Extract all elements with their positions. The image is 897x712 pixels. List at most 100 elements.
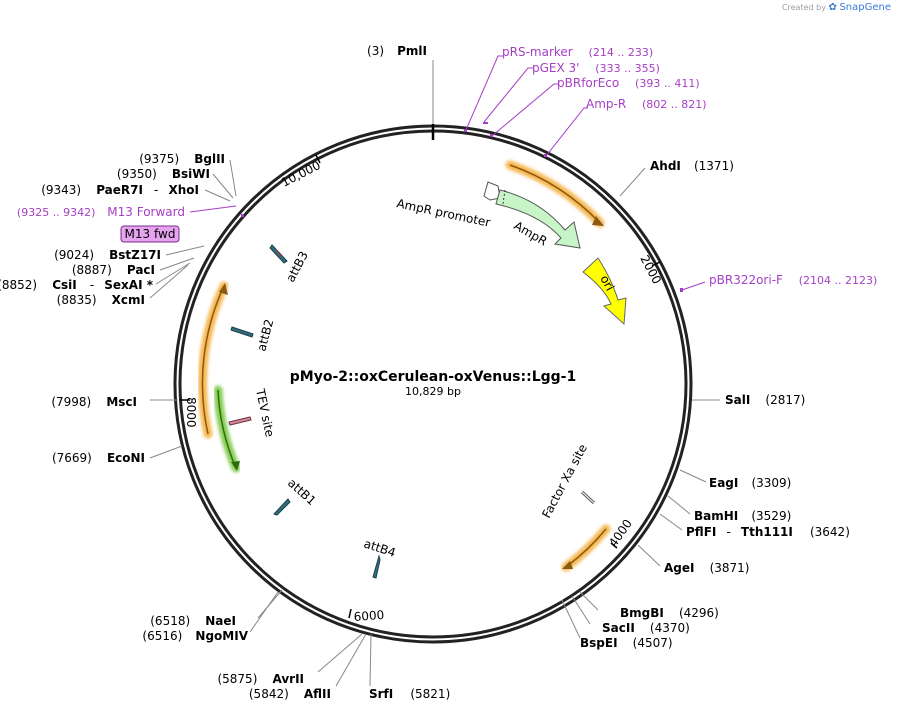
primer-ampr[interactable]: Amp-R (802 .. 821) (586, 97, 707, 111)
enzyme-csii-sexai[interactable]: (8852) CsiI - SexAI * (0, 274, 154, 293)
enzyme-sali-pos: (2817) (765, 393, 805, 407)
attb3-accent (275, 249, 283, 258)
enzyme-sali-name: SalI (725, 393, 750, 407)
enzyme-avrii-name: AvrII (272, 672, 304, 686)
primer-mark-ampr (544, 154, 547, 157)
enzyme-agei-name: AgeI (664, 561, 694, 575)
orf-arc-ampr-head (592, 216, 604, 226)
leader-bamhi (667, 495, 691, 515)
enzyme-bsiwi[interactable]: (9350) BsiWI (117, 163, 210, 182)
enzyme-aflii[interactable]: (5842) AflII (249, 683, 331, 702)
enzyme-leaders (149, 60, 720, 687)
enzyme-bspei[interactable]: BspEI (4507) (580, 632, 673, 651)
enzyme-sacii[interactable]: SacII (4370) (602, 617, 690, 636)
enzyme-naei[interactable]: (6518) NaeI (150, 610, 236, 629)
enzyme-econi[interactable]: (7669) EcoNI (52, 447, 145, 466)
primer-mark-pgex3 (483, 122, 488, 124)
m13-fwd-box[interactable] (120, 225, 180, 243)
attb4-arrow (372, 554, 381, 579)
enzyme-pmli[interactable]: (3) PmlI (367, 40, 427, 59)
tev-site-arrow (228, 416, 252, 426)
primer-pgex3-range: (333 .. 355) (595, 62, 660, 75)
ampr-arrow (495, 189, 581, 249)
enzyme-bamhi-name: BamHI (694, 509, 738, 523)
enzyme-bglii[interactable]: (9375) BglII (139, 148, 225, 167)
enzyme-bstz17i[interactable]: (9024) BstZ17I (54, 244, 161, 263)
enzyme-tth111i-name: Tth111I (741, 525, 793, 539)
enzyme-econi-name: EcoNI (107, 451, 145, 465)
tick-label-4000: 4000 (606, 517, 635, 550)
enzyme-paer7i-xhoi[interactable]: (9343) PaeR7I - XhoI (41, 179, 199, 198)
enzyme-ahdi-pos: (1371) (694, 159, 734, 173)
enzyme-xcmi-pos: (8835) (57, 293, 97, 307)
enzyme-aflii-pos: (5842) (249, 687, 289, 701)
orf-arc-left-orange-line (201, 285, 225, 435)
orf-arc-ampr (505, 160, 605, 228)
tick-mark-6000 (348, 608, 352, 619)
enzyme-srfi-name: SrfI (369, 687, 393, 701)
attb1-arrow (273, 498, 291, 516)
enzyme-bsiwi-name: BsiWI (172, 167, 210, 181)
enzyme-paer7i-sep: - (154, 183, 158, 197)
enzyme-paci[interactable]: (8887) PacI (72, 259, 155, 278)
enzyme-paer7i-name: PaeR7I (96, 183, 143, 197)
primer-pbr322ori-f-range: (2104 .. 2123) (799, 274, 878, 287)
enzyme-pflfi-sep: - (726, 525, 730, 539)
factor-xa-site-mark-inner (581, 491, 595, 504)
enzyme-bmgbi[interactable]: BmgBI (4296) (620, 602, 719, 621)
attb2-arrow (230, 326, 254, 338)
leader-csii (155, 262, 191, 285)
enzyme-naei-name: NaeI (205, 614, 236, 628)
enzyme-bmgbi-pos: (4296) (679, 606, 719, 620)
enzyme-sexai-name: SexAI * (104, 278, 153, 292)
orf-arc-left-orange-head (219, 283, 228, 295)
enzyme-csii-name: CsiI (52, 278, 77, 292)
enzyme-sali[interactable]: SalI (2817) (725, 389, 805, 408)
leader-pbr322ori-f (681, 281, 706, 291)
enzyme-eagi[interactable]: EagI (3309) (709, 472, 791, 491)
attb3-label: attB3 (283, 249, 311, 284)
enzyme-avrii[interactable]: (5875) AvrII (217, 668, 304, 687)
primer-pgex3[interactable]: pGEX 3' (333 .. 355) (532, 61, 660, 75)
enzyme-bsiwi-pos: (9350) (117, 167, 157, 181)
enzyme-pflfi-tth111i[interactable]: PflFI - Tth111I (3642) (686, 521, 850, 540)
enzyme-xcmi[interactable]: (8835) XcmI (57, 289, 145, 308)
primer-pbr322ori-f[interactable]: pBR322ori-F (2104 .. 2123) (709, 273, 877, 287)
primer-leaders (189, 55, 706, 291)
tick-mark-4000 (610, 542, 618, 549)
enzyme-msci[interactable]: (7998) MscI (51, 391, 137, 410)
enzyme-ngomiv[interactable]: (6516) NgoMIV (142, 625, 248, 644)
primer-prs-marker[interactable]: pRS-marker (214 .. 233) (502, 45, 653, 59)
enzyme-paci-name: PacI (127, 263, 155, 277)
leader-ampr-primer (545, 107, 588, 157)
primer-m13-forward[interactable]: (9325 .. 9342) M13 Forward (17, 205, 185, 219)
primer-ampr-name: Amp-R (586, 97, 626, 111)
leader-bmgbi (579, 591, 599, 611)
orf-arc-ampr-line (509, 164, 601, 224)
primer-prs-marker-range: (214 .. 233) (589, 46, 654, 59)
enzyme-ahdi[interactable]: AhdI (1371) (650, 155, 734, 174)
enzyme-xcmi-name: XcmI (112, 293, 145, 307)
leader-naei (257, 589, 283, 619)
enzyme-agei[interactable]: AgeI (3871) (664, 557, 749, 576)
primer-pgex3-name: pGEX 3' (532, 61, 579, 75)
enzyme-csii-pos: (8852) (0, 278, 37, 292)
plasmid-size: 10,829 bp (405, 385, 461, 398)
leader-paer7i (204, 189, 231, 202)
leader-xcmi (149, 264, 189, 299)
enzyme-econi-pos: (7669) (52, 451, 92, 465)
plasmid-name: pMyo-2::oxCerulean-oxVenus::Lgg-1 (290, 369, 576, 385)
enzyme-agei-pos: (3871) (710, 561, 750, 575)
credit-prefix: Created by (781, 3, 826, 12)
attb2-label: attB2 (254, 318, 276, 353)
primer-pbrforeco[interactable]: pBRforEco (393 .. 411) (557, 76, 700, 90)
primer-m13-forward-range: (9325 .. 9342) (17, 206, 96, 219)
leader-bstz17i (165, 245, 205, 256)
enzyme-pflfi-pos: (3642) (810, 525, 850, 539)
enzyme-srfi[interactable]: SrfI (5821) (369, 683, 450, 702)
enzyme-bamhi[interactable]: BamHI (3529) (694, 505, 791, 524)
enzyme-msci-name: MscI (106, 395, 137, 409)
leader-m13-forward (189, 205, 237, 213)
ori-arrow (582, 257, 627, 326)
